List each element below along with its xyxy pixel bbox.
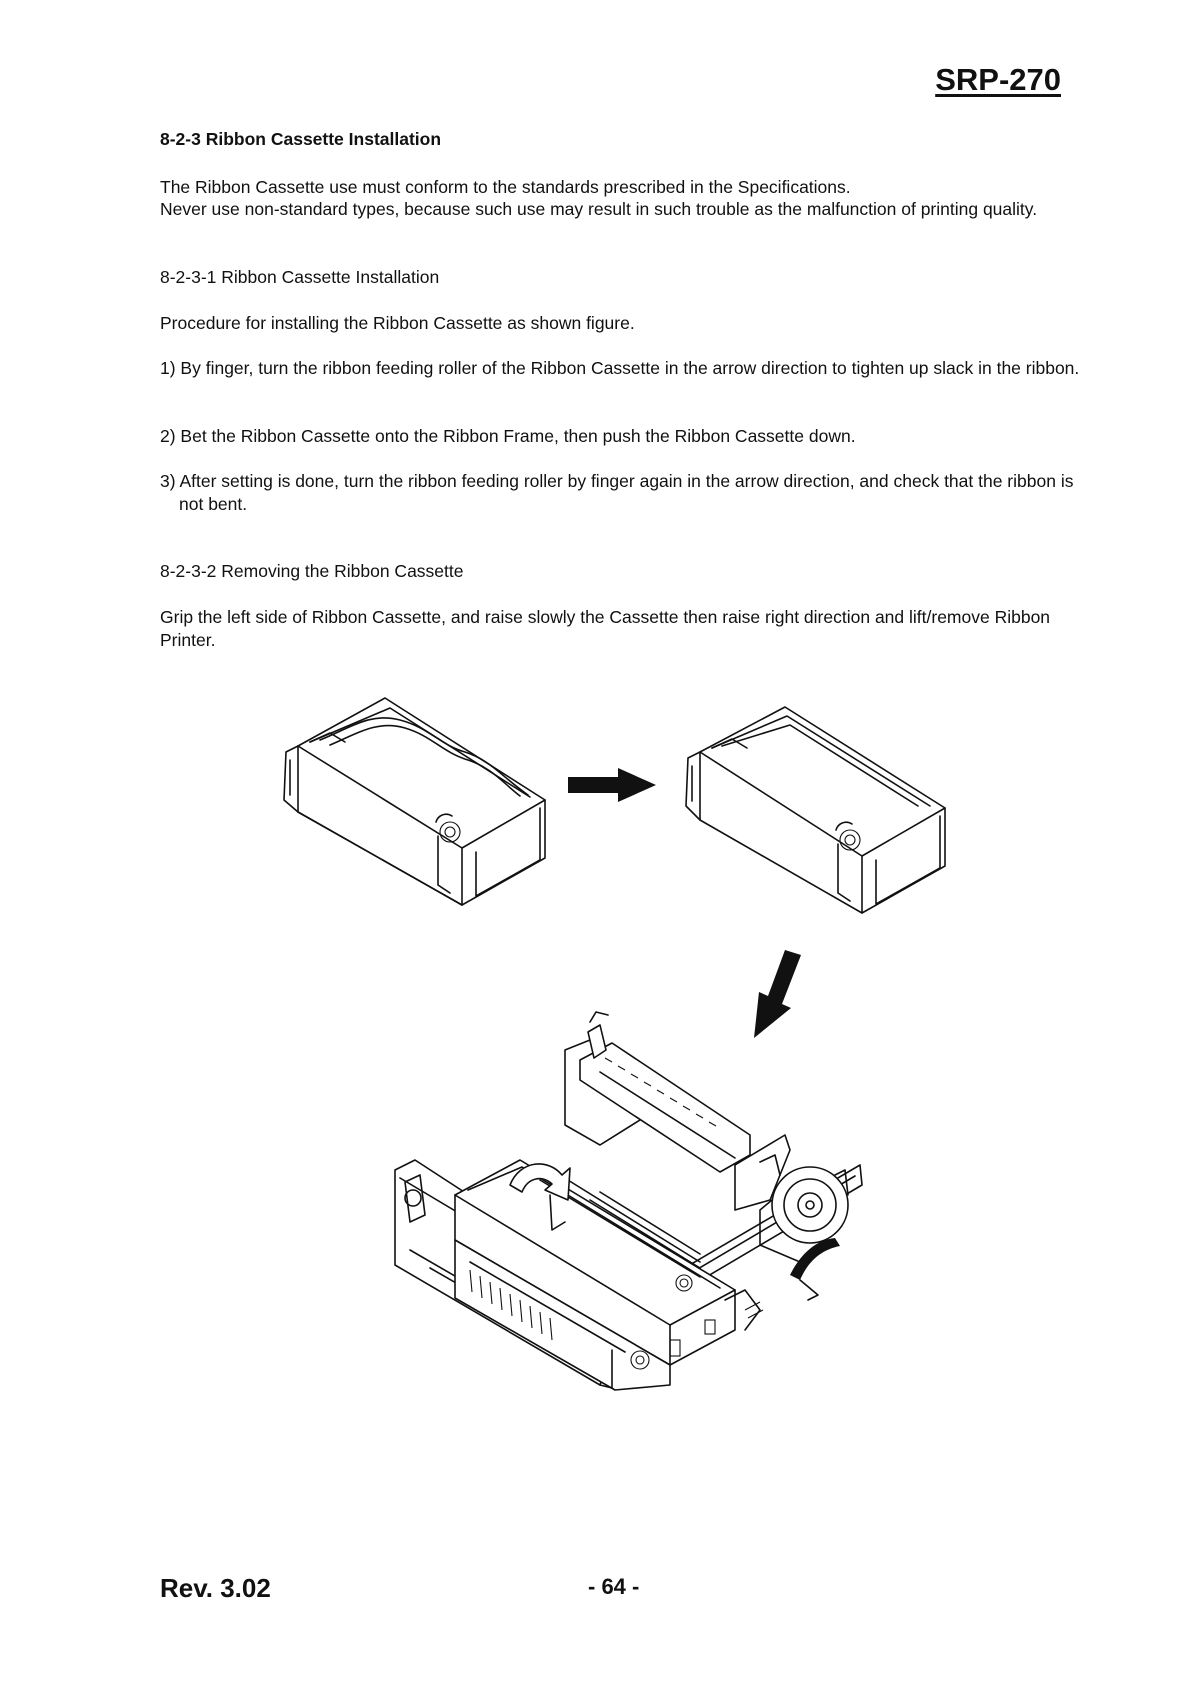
- install-heading: 8-2-3-1 Ribbon Cassette Installation: [160, 267, 440, 287]
- ribbon-cassette-tight: [685, 706, 946, 914]
- printer-mechanism: [394, 1011, 863, 1391]
- install-procedure: Procedure for installing the Ribbon Cass…: [160, 313, 635, 333]
- arrow-right-icon: [568, 768, 656, 802]
- install-step-2: 2) Bet the Ribbon Cassette onto the Ribb…: [160, 426, 856, 446]
- arrow-down-left-icon: [754, 950, 801, 1038]
- remove-text: Grip the left side of Ribbon Cassette, a…: [160, 607, 1051, 650]
- footer-page-number: - 64 -: [588, 1574, 640, 1599]
- intro-line-1: The Ribbon Cassette use must conform to …: [160, 177, 851, 197]
- section-title: 8-2-3 Ribbon Cassette Installation: [160, 129, 442, 149]
- remove-heading: 8-2-3-2 Removing the Ribbon Cassette: [160, 561, 464, 581]
- intro-line-2: Never use non-standard types, because su…: [160, 199, 1038, 219]
- document-model: SRP-270: [935, 62, 1061, 97]
- footer-revision: Rev. 3.02: [160, 1573, 271, 1603]
- install-step-1: 1) By finger, turn the ribbon feeding ro…: [160, 358, 1080, 378]
- install-step-3: 3) After setting is done, turn the ribbo…: [160, 471, 1074, 514]
- ribbon-cassette-slack: [283, 697, 546, 906]
